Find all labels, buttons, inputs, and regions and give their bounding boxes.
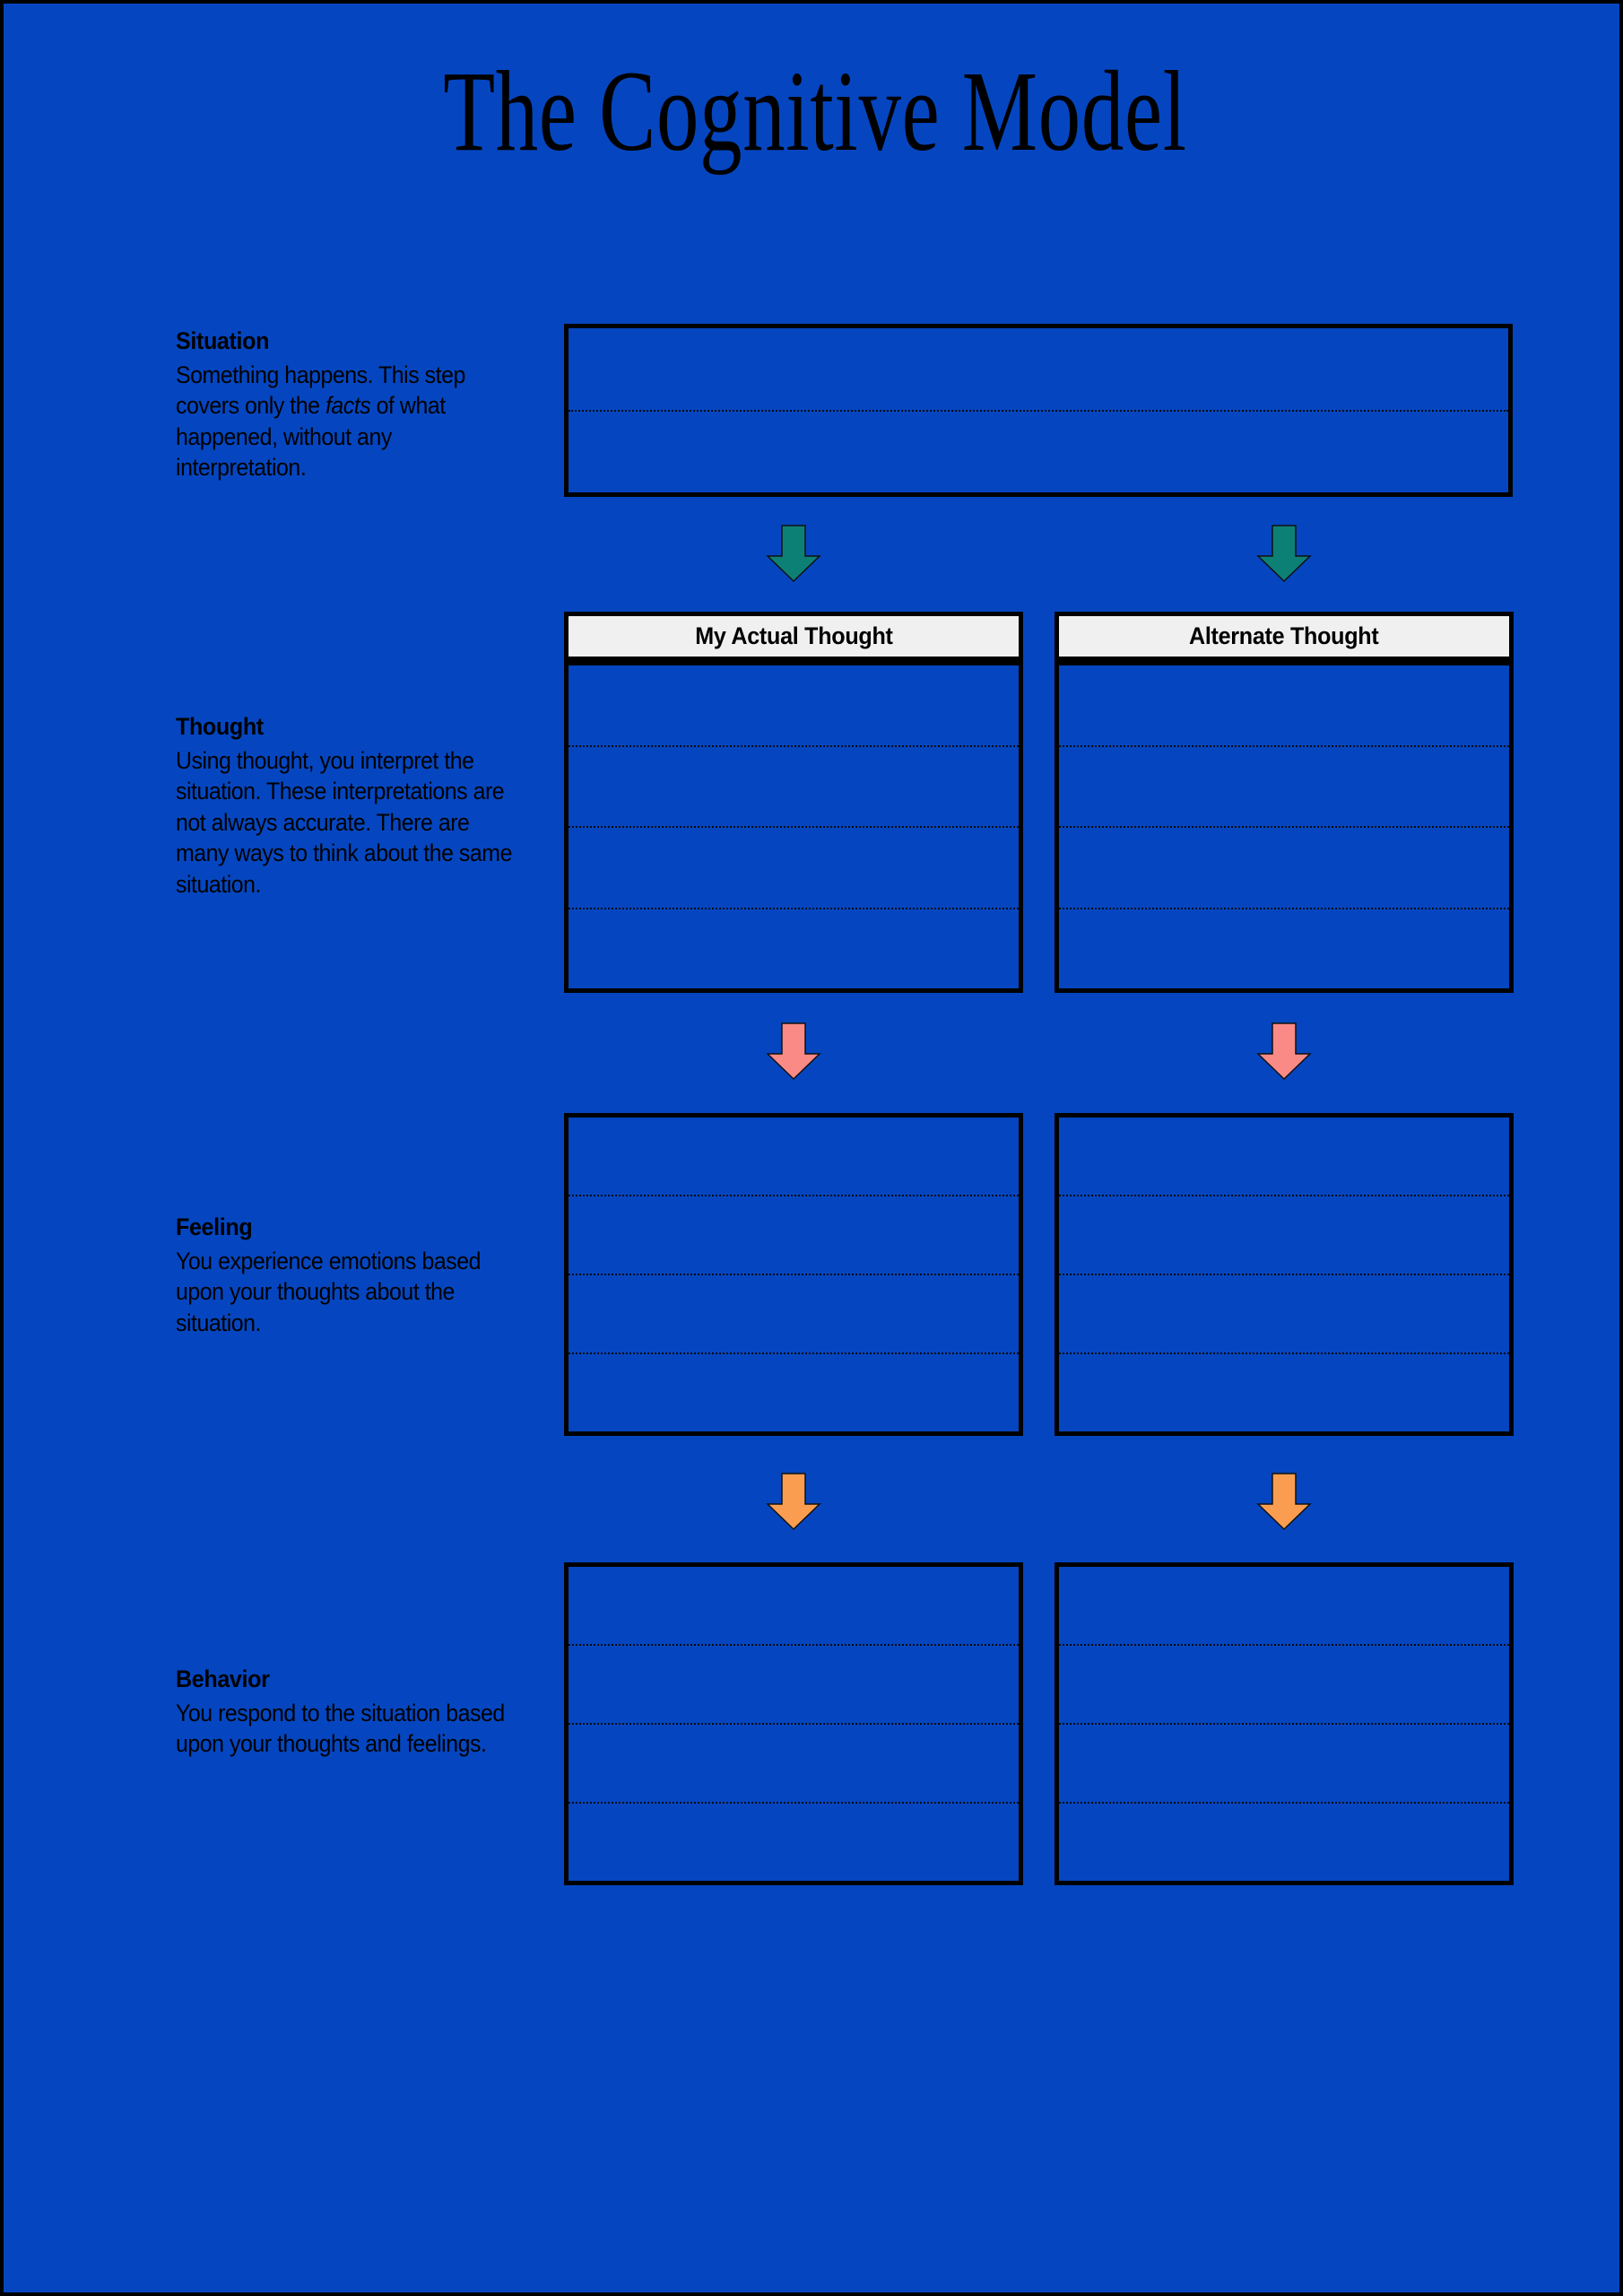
description-situation: Situation Something happens. This step c… bbox=[176, 326, 509, 483]
write-line[interactable] bbox=[1059, 1804, 1509, 1881]
write-line[interactable] bbox=[568, 747, 1019, 828]
page-title: The Cognitive Model bbox=[443, 48, 1187, 175]
write-line[interactable] bbox=[1059, 1567, 1509, 1646]
write-line[interactable] bbox=[568, 1196, 1019, 1275]
description-feeling: Feeling You experience emotions based up… bbox=[176, 1213, 509, 1338]
arrow-down-icon bbox=[764, 1022, 823, 1081]
write-line[interactable] bbox=[1059, 828, 1509, 909]
description-heading-feeling: Feeling bbox=[176, 1213, 253, 1240]
write-line[interactable] bbox=[568, 412, 1508, 493]
description-body-situation-part2: of what happened, without any interpreta… bbox=[176, 392, 446, 482]
thought-actual-input-box[interactable] bbox=[564, 661, 1023, 993]
description-body-thought: Using thought, you interpret the situati… bbox=[176, 746, 512, 898]
write-line[interactable] bbox=[568, 1275, 1019, 1354]
description-body-feeling: You experience emotions based upon your … bbox=[176, 1247, 481, 1336]
write-line[interactable] bbox=[1059, 909, 1509, 989]
write-line[interactable] bbox=[1059, 747, 1509, 828]
behavior-alternate-input-box[interactable] bbox=[1055, 1562, 1514, 1885]
description-heading-thought: Thought bbox=[176, 713, 264, 740]
write-line[interactable] bbox=[568, 1646, 1019, 1725]
write-line[interactable] bbox=[568, 909, 1019, 989]
write-line[interactable] bbox=[1059, 1196, 1509, 1275]
write-line[interactable] bbox=[1059, 1354, 1509, 1431]
description-body-situation-emphasis: facts bbox=[325, 392, 371, 420]
column-header-my-actual-thought: My Actual Thought bbox=[564, 612, 1023, 661]
thought-alternate-input-box[interactable] bbox=[1055, 661, 1514, 993]
column-header-alternate-thought: Alternate Thought bbox=[1055, 612, 1514, 661]
feeling-alternate-input-box[interactable] bbox=[1055, 1113, 1514, 1436]
feeling-actual-input-box[interactable] bbox=[564, 1113, 1023, 1436]
write-line[interactable] bbox=[1059, 1275, 1509, 1354]
arrow-down-icon bbox=[764, 524, 823, 583]
write-line[interactable] bbox=[568, 1118, 1019, 1196]
column-header-label-alternate: Alternate Thought bbox=[1189, 622, 1379, 649]
write-line[interactable] bbox=[568, 1567, 1019, 1646]
write-line[interactable] bbox=[568, 1725, 1019, 1804]
write-line[interactable] bbox=[1059, 1118, 1509, 1196]
write-line[interactable] bbox=[568, 665, 1019, 747]
description-heading-situation: Situation bbox=[176, 327, 270, 354]
write-line[interactable] bbox=[1059, 1725, 1509, 1804]
write-line[interactable] bbox=[1059, 1646, 1509, 1725]
write-line[interactable] bbox=[1059, 665, 1509, 747]
behavior-actual-input-box[interactable] bbox=[564, 1562, 1023, 1885]
situation-input-box[interactable] bbox=[564, 324, 1513, 497]
write-line[interactable] bbox=[568, 1804, 1019, 1881]
description-body-situation: Something happens. This step covers only… bbox=[176, 360, 513, 483]
description-thought: Thought Using thought, you interpret the… bbox=[176, 712, 512, 900]
description-body-behavior: You respond to the situation based upon … bbox=[176, 1699, 505, 1758]
description-body-situation-part1: Something happens. This step covers only… bbox=[176, 361, 465, 420]
arrow-down-icon bbox=[1254, 1022, 1314, 1081]
description-behavior: Behavior You respond to the situation ba… bbox=[176, 1665, 509, 1760]
arrow-down-icon bbox=[764, 1472, 823, 1531]
write-line[interactable] bbox=[568, 828, 1019, 909]
column-header-label-actual: My Actual Thought bbox=[694, 622, 893, 649]
arrow-down-icon bbox=[1254, 524, 1314, 583]
arrow-down-icon bbox=[1254, 1472, 1314, 1531]
description-heading-behavior: Behavior bbox=[176, 1665, 270, 1692]
write-line[interactable] bbox=[568, 328, 1508, 412]
write-line[interactable] bbox=[568, 1354, 1019, 1431]
